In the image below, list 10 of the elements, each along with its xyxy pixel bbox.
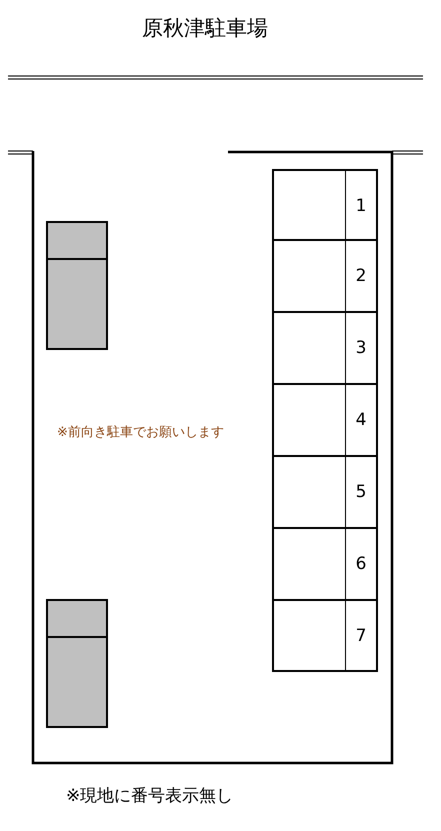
space-number: 7 [345,601,376,670]
parking-space [272,383,378,457]
parking-space [272,599,378,672]
parking-space [272,239,378,313]
parking-space [272,527,378,601]
note: ※前向き駐車でお願いします [57,424,224,441]
note: ※現地に番号表示無し [66,785,234,807]
parking-space [272,455,378,529]
parking-space [272,311,378,385]
title: 原秋津駐車場 [141,15,269,42]
